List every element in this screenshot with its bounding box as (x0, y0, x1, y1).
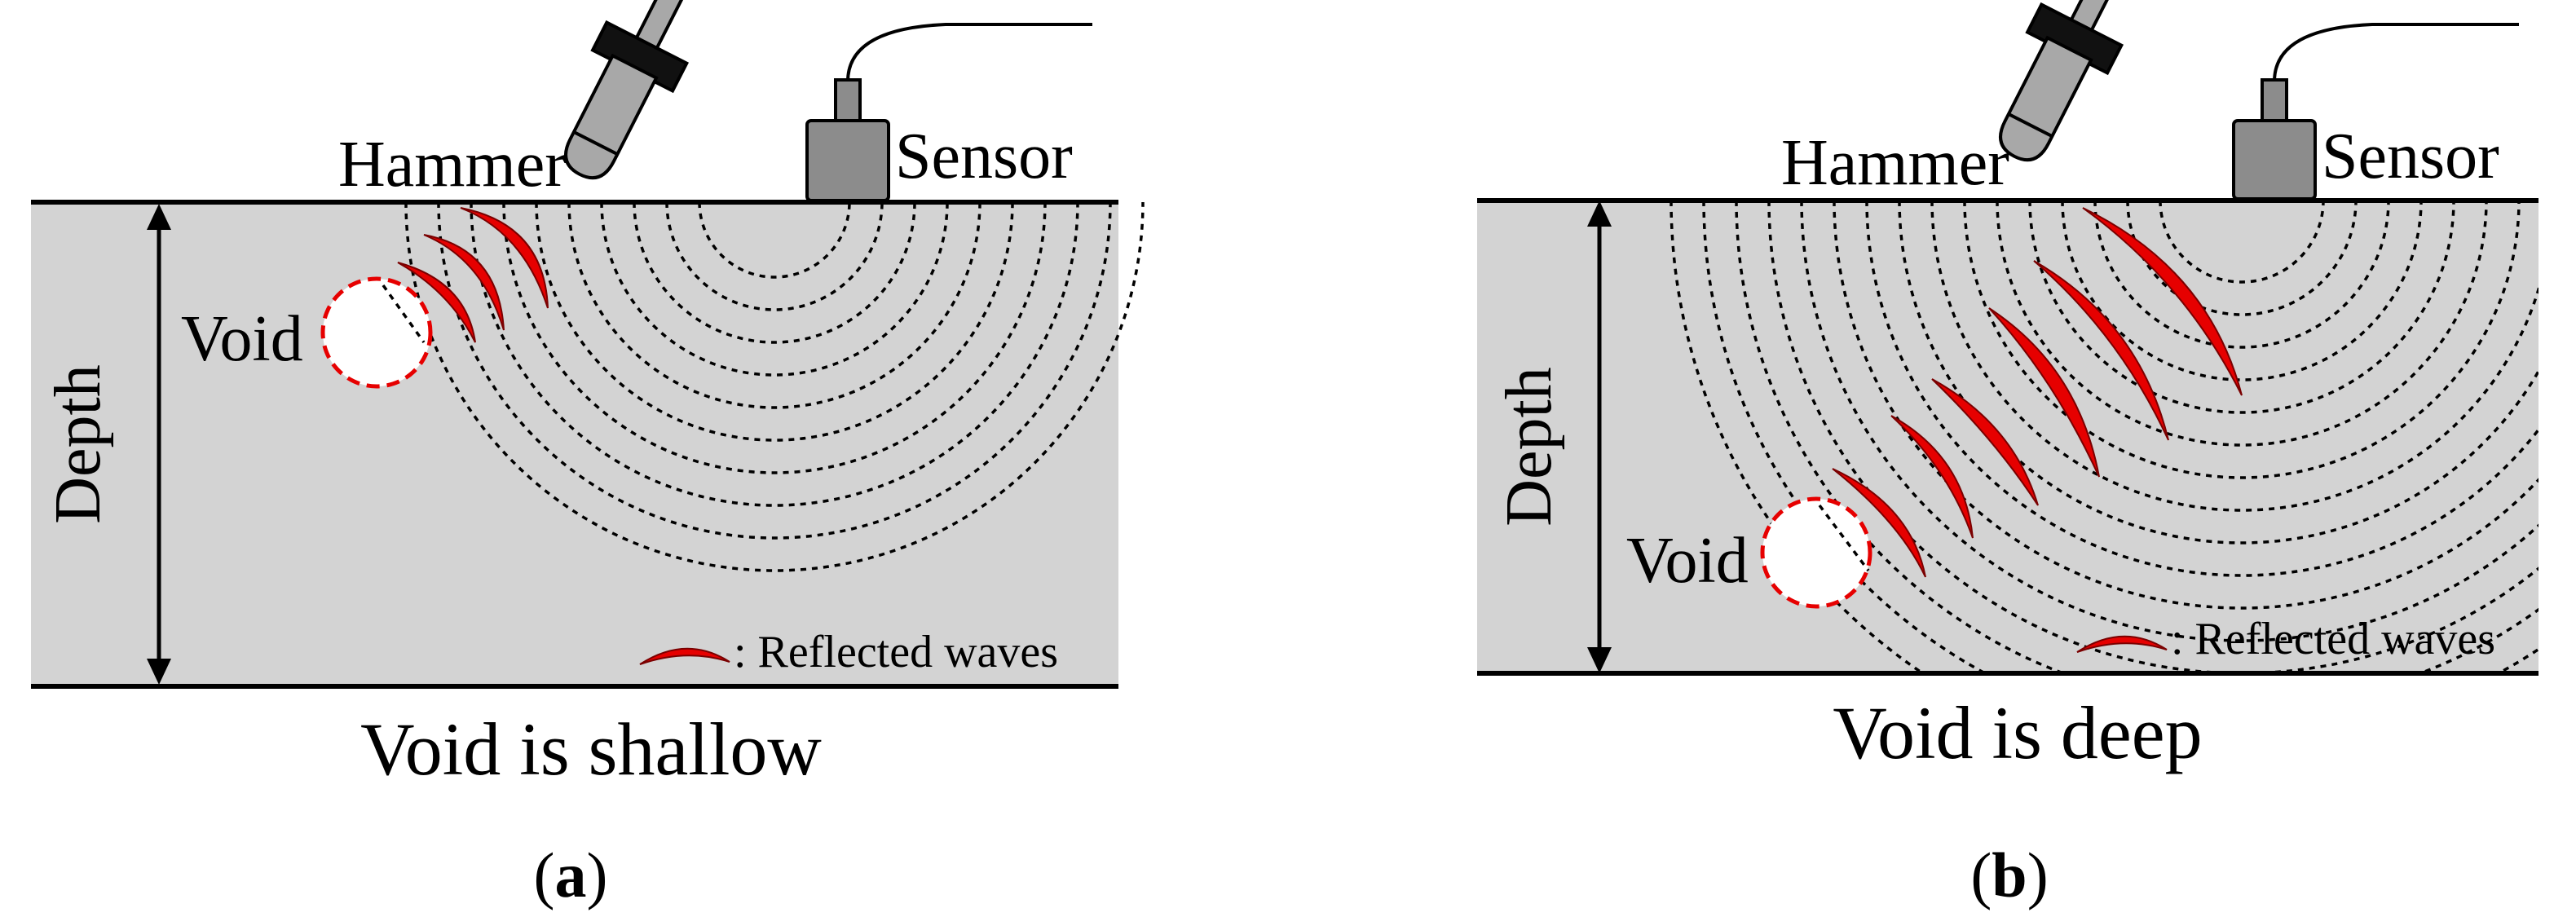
legend-label: : Reflected waves (2171, 614, 2495, 664)
reflected-wave (1832, 468, 1926, 578)
depth-arrow (147, 204, 171, 685)
void-circle (1760, 496, 1872, 609)
sensor-icon (2232, 23, 2519, 201)
reflected-wave (460, 207, 549, 309)
reflected-wave (1890, 415, 1974, 539)
concrete-slab (31, 202, 1118, 686)
reflected-wave (1988, 307, 2100, 478)
legend-wave-icon (639, 647, 730, 665)
concrete-slab (1477, 201, 2539, 673)
reflected-wave (2082, 207, 2243, 396)
panel-caption: Void is shallow (360, 708, 822, 791)
void-label: Void (181, 303, 303, 375)
panel-a: Depth Void Hammer Sensor : Reflected wav… (31, 0, 1145, 910)
reflected-waves (1832, 207, 2243, 578)
reflected-wave (423, 234, 505, 331)
panel-sublabel: (b) (1970, 840, 2048, 910)
depth-label: Depth (1493, 367, 1565, 527)
sensor-label: Sensor (895, 121, 1073, 192)
legend-label: : Reflected waves (734, 627, 1058, 677)
sensor-icon (805, 23, 1092, 202)
depth-label: Depth (42, 364, 114, 524)
hammer-icon (1999, 0, 2137, 162)
hammer-label: Hammer (338, 129, 567, 201)
void-wavefront-dash (1818, 504, 1870, 572)
void-circle (320, 276, 433, 389)
reflected-wave (2033, 260, 2169, 441)
wavefronts (1670, 201, 2539, 673)
legend-wave-icon (2076, 635, 2168, 653)
panel-b: Depth Void Hammer Sensor : Reflected wav… (1477, 0, 2539, 910)
depth-arrow (1587, 201, 1612, 673)
panel-sublabel: (a) (534, 840, 608, 910)
reflected-wave (1931, 378, 2039, 506)
hammer-icon (564, 0, 703, 180)
hammer-label: Hammer (1781, 127, 2009, 199)
void-wavefront-dash (382, 284, 426, 344)
wavefronts (404, 201, 1145, 572)
void-label: Void (1626, 525, 1749, 597)
panel-caption: Void is deep (1833, 691, 2202, 774)
sensor-label: Sensor (2322, 121, 2499, 192)
reflected-wave (397, 262, 476, 343)
reflected-waves (397, 207, 549, 343)
